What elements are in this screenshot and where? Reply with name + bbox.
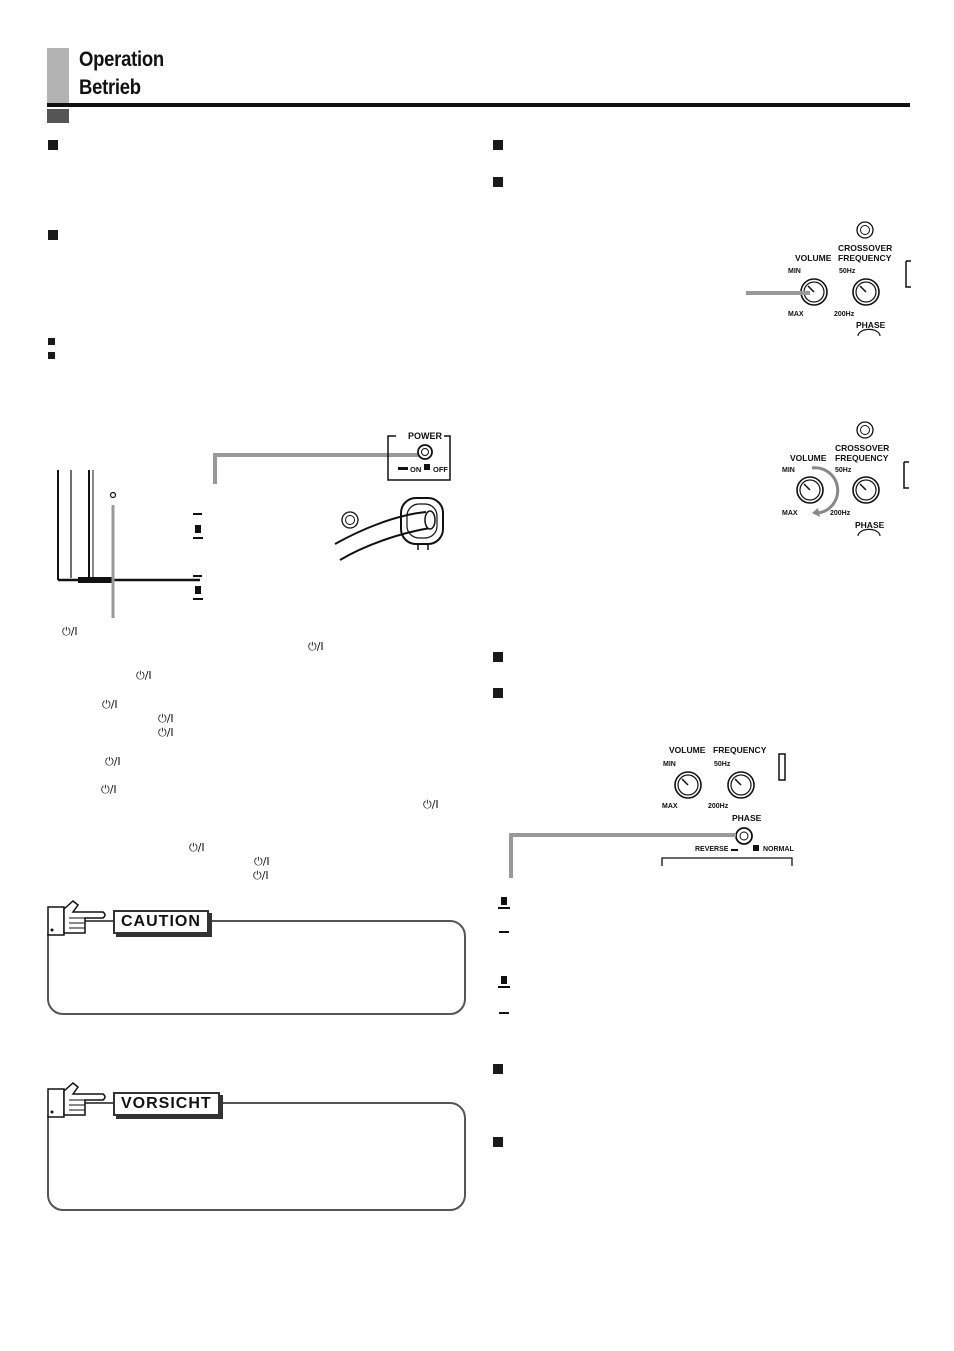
max-label: MAX	[782, 510, 798, 517]
hz50-label: 50Hz	[839, 268, 856, 275]
square-bullet-icon	[493, 652, 503, 662]
switch-released-icon	[499, 931, 509, 933]
page-title-en: Operation	[79, 48, 164, 71]
switch-released-icon	[499, 1012, 509, 1014]
phase-switch-button[interactable]	[736, 828, 752, 844]
volume-knob[interactable]	[801, 279, 827, 305]
switch-pressed-icon	[193, 586, 203, 600]
vorsicht-badge: VORSICHT	[113, 1092, 220, 1116]
switch-pressed-icon	[498, 976, 510, 988]
volume-label: VOLUME	[669, 745, 706, 755]
min-label: MIN	[782, 467, 795, 474]
power-standby-icon: ⏻/I	[105, 755, 121, 768]
power-standby-icon: ⏻/I	[254, 855, 270, 868]
square-bullet-icon	[493, 1137, 503, 1147]
crossover-frequency-knob[interactable]	[853, 477, 879, 503]
power-standby-icon: ⏻/I	[158, 712, 174, 725]
vorsicht-box	[47, 1102, 466, 1211]
power-standby-icon: ⏻/I	[189, 841, 205, 854]
switch-pressed-icon	[193, 525, 203, 539]
hz200-label: 200Hz	[834, 311, 855, 318]
power-switch-button[interactable]	[416, 444, 434, 462]
max-label: MAX	[788, 311, 804, 318]
frequency-label: FREQUENCY	[838, 253, 892, 263]
switch-off-label: OFF	[433, 465, 448, 474]
hand-pointer-icon	[47, 1082, 106, 1118]
frequency-knob[interactable]	[728, 772, 754, 798]
hand-pointer-icon	[47, 900, 106, 936]
square-bullet-icon	[48, 352, 55, 359]
hz50-label: 50Hz	[835, 467, 852, 474]
switch-off-mark	[424, 464, 430, 470]
square-bullet-icon	[493, 140, 503, 150]
max-label: MAX	[662, 803, 678, 810]
switch-released-icon	[193, 575, 202, 577]
hz50-label: 50Hz	[714, 761, 731, 768]
switch-on-mark	[398, 467, 408, 470]
volume-knob[interactable]	[797, 477, 823, 503]
switch-pressed-icon	[498, 897, 510, 909]
phase-label: PHASE	[856, 320, 886, 330]
square-bullet-icon	[48, 230, 58, 240]
reverse-label: REVERSE	[695, 846, 729, 853]
phase-label: PHASE	[855, 520, 885, 530]
normal-label: NORMAL	[763, 846, 794, 853]
square-bullet-icon	[48, 140, 58, 150]
volume-knob[interactable]	[675, 772, 701, 798]
square-bullet-icon	[493, 688, 503, 698]
power-standby-icon: ⏻/I	[158, 726, 174, 739]
power-standby-icon: ⏻/I	[423, 798, 439, 811]
switch-released-icon	[193, 513, 202, 515]
volume-label: VOLUME	[790, 453, 827, 463]
min-label: MIN	[788, 268, 801, 275]
switch-released-icon	[731, 849, 738, 851]
power-standby-icon: ⏻/I	[101, 783, 117, 796]
volume-label: VOLUME	[795, 253, 832, 263]
crossover-frequency-knob[interactable]	[853, 279, 879, 305]
header-tab	[47, 48, 69, 103]
square-bullet-icon	[48, 338, 55, 345]
switch-pressed-icon	[753, 845, 759, 851]
square-bullet-icon	[493, 177, 503, 187]
hz200-label: 200Hz	[830, 510, 851, 517]
header-rule	[47, 103, 910, 107]
power-standby-icon: ⏻/I	[102, 698, 118, 711]
header-section-marker	[47, 109, 69, 123]
hz200-label: 200Hz	[708, 803, 729, 810]
power-label: POWER	[406, 431, 445, 441]
square-bullet-icon	[493, 1064, 503, 1074]
phase-label: PHASE	[732, 813, 762, 823]
page-title-de: Betrieb	[79, 76, 141, 99]
power-standby-icon: ⏻/I	[308, 640, 324, 653]
min-label: MIN	[663, 761, 676, 768]
caution-badge: CAUTION	[113, 910, 209, 934]
crossover-label: CROSSOVER	[835, 443, 890, 453]
frequency-label: FREQUENCY	[713, 745, 767, 755]
crossover-label: CROSSOVER	[838, 243, 893, 253]
caution-box	[47, 920, 466, 1015]
power-standby-icon: ⏻/I	[62, 625, 78, 638]
power-standby-icon: ⏻/I	[136, 669, 152, 682]
frequency-label: FREQUENCY	[835, 453, 889, 463]
power-standby-icon: ⏻/I	[253, 869, 269, 882]
switch-on-label: ON	[410, 465, 422, 474]
